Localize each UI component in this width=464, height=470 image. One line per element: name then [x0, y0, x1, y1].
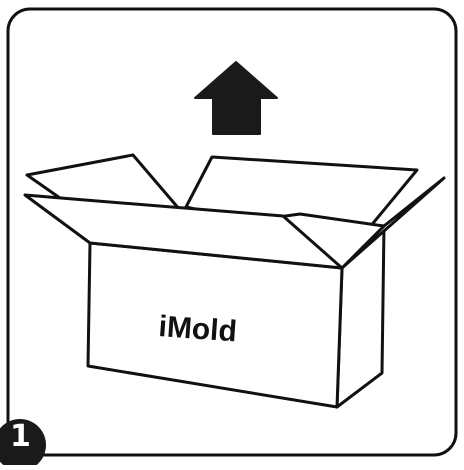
box-brand-label: iMold — [158, 310, 238, 348]
step-number: 1 — [10, 422, 31, 452]
